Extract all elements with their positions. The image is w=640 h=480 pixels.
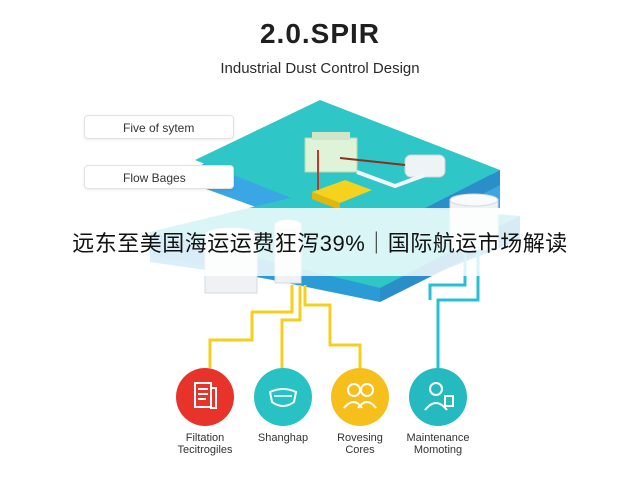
icon-label-shanghap: Shanghap <box>257 432 309 444</box>
page-subtitle: Industrial Dust Control Design <box>220 60 420 77</box>
people-icon <box>331 368 389 426</box>
page-title: 2.0.SPIR <box>259 18 381 49</box>
mask-icon <box>254 368 312 426</box>
news-banner-text[interactable]: 远东至美国海运运费狂泻39%｜国际航运市场解读 <box>72 231 568 256</box>
control-box <box>312 180 372 210</box>
filter-unit <box>304 132 358 173</box>
news-banner <box>0 208 640 276</box>
side-label-flow-bages: Flow Bages <box>84 165 234 189</box>
worker-icon <box>409 368 467 426</box>
platform-pipes <box>317 150 426 190</box>
yellow-pipes <box>208 285 362 370</box>
document-icon <box>176 368 234 426</box>
side-label-five-of-system: Five of sytem <box>84 115 234 139</box>
fan-unit <box>404 154 446 178</box>
